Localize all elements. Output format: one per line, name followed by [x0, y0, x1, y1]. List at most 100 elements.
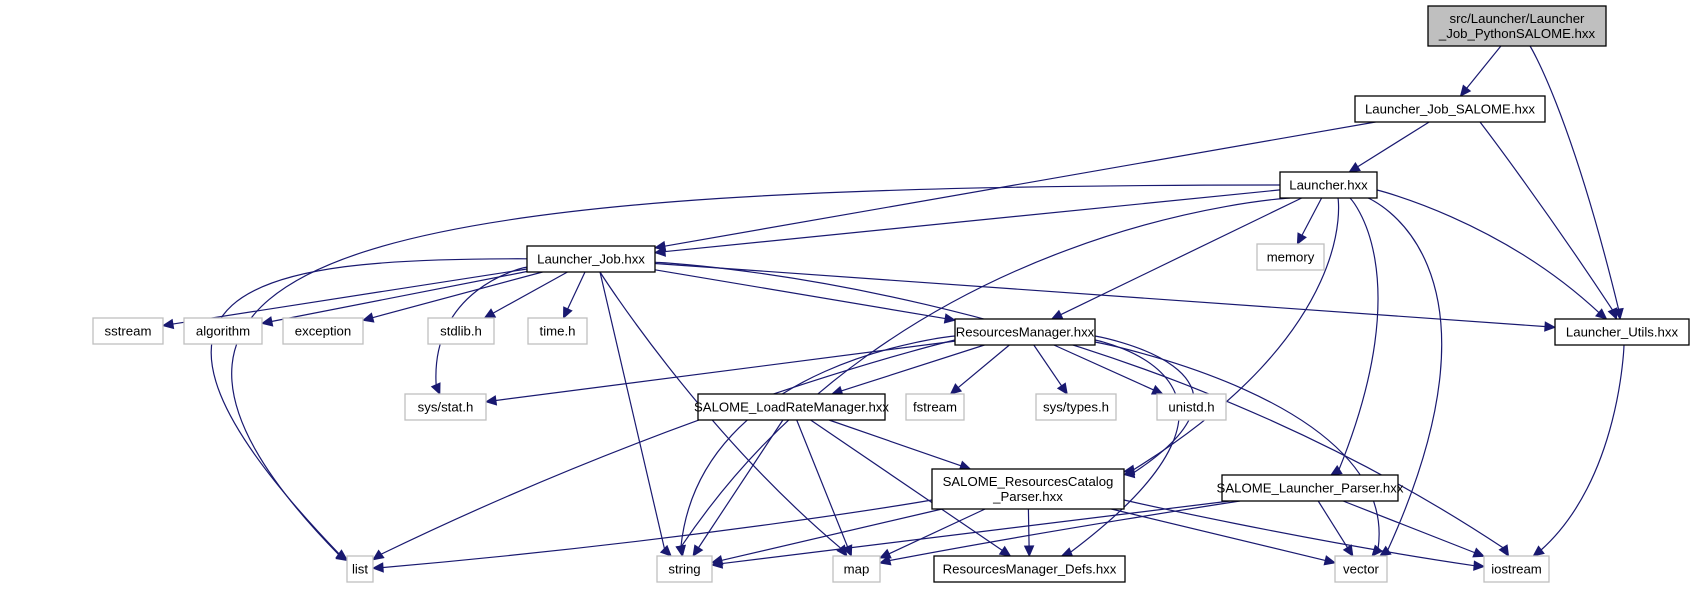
node-box	[1427, 5, 1607, 47]
arrowhead-icon	[878, 555, 892, 566]
node-label: list	[352, 562, 368, 577]
arrowhead-icon	[1498, 544, 1510, 558]
node-label: sys/stat.h	[418, 400, 474, 415]
edge-load_rate-to-rm_defs	[810, 419, 1012, 557]
edge-line	[1356, 121, 1430, 168]
edge-launcher_job-to-sstream	[161, 268, 528, 330]
arrowhead-icon	[1023, 545, 1035, 558]
arrowhead-icon	[260, 316, 274, 327]
node-box	[1221, 474, 1399, 502]
node-vector: vector	[1334, 555, 1388, 583]
node-label: ResourcesManager_Defs.hxx	[943, 562, 1117, 577]
edge-job_salome-to-launcher_utils	[1479, 121, 1618, 321]
node-load-rate[interactable]: SALOME_LoadRateManager.hxx	[694, 393, 889, 421]
edge-line	[887, 508, 986, 555]
arrowhead-icon	[1472, 547, 1486, 558]
edge-load_rate-to-string	[692, 419, 784, 558]
edge-launcher_job-to-string	[599, 271, 672, 557]
edge-load_rate-to-catalog_parser	[828, 419, 972, 471]
edge-line	[1132, 197, 1340, 471]
node-rm-defs[interactable]: ResourcesManager_Defs.hxx	[933, 555, 1126, 583]
node-box	[282, 317, 364, 345]
arrowhead-icon	[335, 549, 348, 561]
node-box	[697, 393, 886, 421]
node-label: string	[668, 562, 700, 577]
edge-line	[1094, 335, 1195, 474]
edge-resources_manager-to-fstream	[949, 344, 1010, 395]
edge-line	[1111, 508, 1327, 562]
edge-launcher_parser-to-map	[878, 500, 1241, 566]
node-box	[1334, 555, 1388, 583]
arrowhead-icon	[161, 318, 175, 330]
node-label: exception	[295, 324, 351, 339]
arrowhead-icon	[1342, 544, 1354, 558]
edge-line	[840, 344, 985, 392]
node-label: iostream	[1491, 562, 1542, 577]
arrowhead-icon	[710, 558, 724, 569]
edge-launcher-to-memory	[1296, 197, 1323, 246]
arrowhead-icon	[653, 246, 666, 257]
node-label: Launcher_Job_SALOME.hxx	[1365, 102, 1535, 117]
arrowhead-icon	[1323, 555, 1337, 566]
edge-catalog_parser-to-iostream	[1123, 499, 1486, 571]
nodes-layer: src/Launcher/Launcher_Job_PythonSALOME.h…	[92, 5, 1690, 583]
node-label: unistd.h	[1168, 400, 1214, 415]
node-label: map	[844, 562, 870, 577]
arrowhead-icon	[659, 544, 672, 557]
arrowhead-icon	[1544, 321, 1557, 332]
node-box	[1279, 171, 1378, 199]
node-launcher[interactable]: Launcher.hxx	[1279, 171, 1378, 199]
edge-line	[1465, 45, 1502, 90]
node-launcher-parser[interactable]: SALOME_Launcher_Parser.hxx	[1217, 474, 1404, 502]
arrowhead-icon	[1459, 84, 1472, 97]
edge-resources_manager-to-string	[675, 335, 956, 558]
node-launcher-utils[interactable]: Launcher_Utils.hxx	[1554, 318, 1690, 346]
arrowhead-icon	[483, 308, 497, 319]
node-root[interactable]: src/Launcher/Launcher_Job_PythonSALOME.h…	[1427, 5, 1607, 47]
edge-line	[494, 340, 956, 402]
edge-line	[957, 344, 1010, 389]
edge-line	[888, 500, 1241, 562]
edge-line	[1479, 121, 1614, 312]
edges-layer	[161, 45, 1625, 573]
edge-root-to-launcher_utils	[1529, 45, 1624, 321]
node-box	[1035, 393, 1117, 421]
arrowhead-icon	[361, 312, 375, 323]
node-exception: exception	[282, 317, 364, 345]
edge-line	[435, 266, 528, 386]
node-label: time.h	[540, 324, 576, 339]
node-box	[1256, 243, 1325, 271]
node-label: Launcher_Utils.hxx	[1566, 325, 1679, 340]
node-box	[933, 555, 1126, 583]
edge-line	[1376, 189, 1601, 314]
edge-launcher-to-launcher_job	[653, 189, 1281, 257]
node-resources-manager[interactable]: ResourcesManager.hxx	[954, 318, 1096, 346]
node-label: fstream	[913, 400, 957, 415]
node-string: string	[656, 555, 713, 583]
edge-line	[1338, 197, 1379, 471]
edge-line	[720, 500, 1231, 565]
arrowhead-icon	[1607, 307, 1618, 321]
node-launcher-job[interactable]: Launcher_Job.hxx	[526, 245, 656, 273]
node-box	[527, 317, 588, 345]
edge-line	[1094, 341, 1380, 550]
node-label: stdlib.h	[440, 324, 482, 339]
edge-launcher_parser-to-vector	[1317, 500, 1354, 558]
node-catalog-parser[interactable]: SALOME_ResourcesCatalog_Parser.hxx	[931, 468, 1125, 510]
edge-line	[566, 271, 586, 311]
edge-line	[599, 271, 842, 550]
node-unistd: unistd.h	[1156, 393, 1227, 421]
edge-line	[663, 121, 1376, 247]
edge-load_rate-to-map	[796, 419, 853, 558]
node-sys-stat: sys/stat.h	[404, 393, 487, 421]
edge-resources_manager-to-sys_stat	[484, 340, 956, 406]
node-box	[346, 555, 374, 583]
arrowhead-icon	[1056, 382, 1068, 395]
node-job-salome[interactable]: Launcher_Job_SALOME.hxx	[1354, 95, 1546, 123]
edge-launcher_job-to-launcher_utils	[654, 262, 1557, 332]
arrowhead-icon	[371, 549, 385, 561]
edge-line	[663, 189, 1281, 253]
edge-line	[492, 271, 568, 315]
edge-line	[654, 261, 1505, 549]
edge-line	[796, 419, 849, 548]
